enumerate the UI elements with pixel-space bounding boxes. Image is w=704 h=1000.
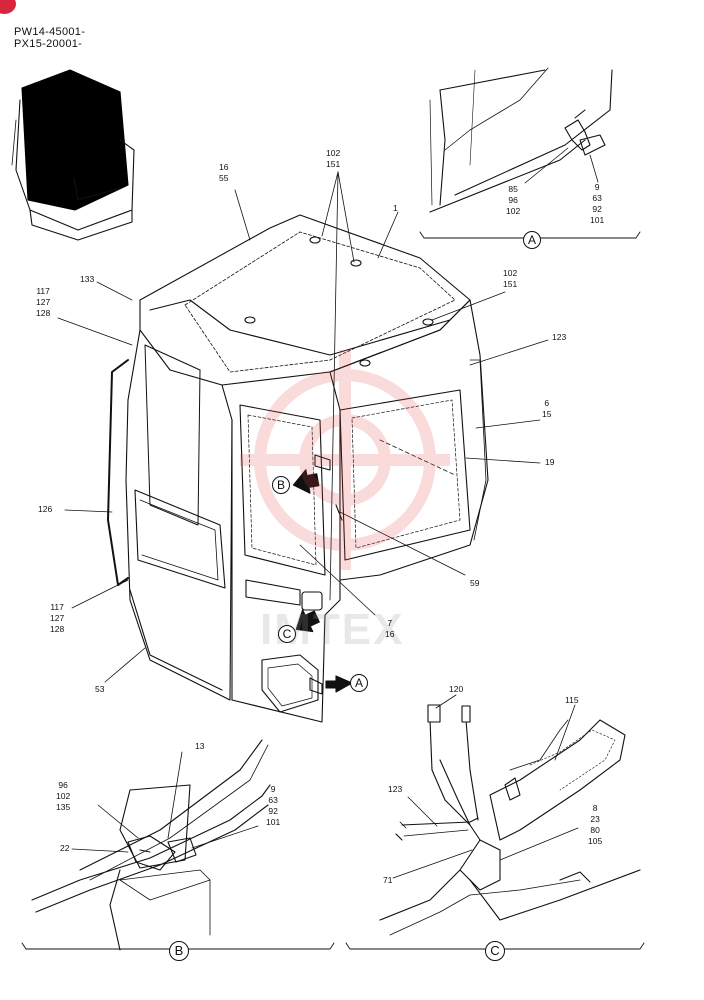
label-19: 19 bbox=[545, 457, 555, 467]
label-123: 123 bbox=[552, 332, 567, 342]
detail-b-marker: B bbox=[272, 476, 290, 494]
detail-a bbox=[419, 67, 641, 239]
watermark-logo bbox=[240, 350, 450, 570]
label-b-13: 13 bbox=[195, 741, 205, 751]
thumbnail-cab bbox=[11, 69, 135, 241]
corner-badge bbox=[0, 0, 16, 14]
detail-c-title-marker: C bbox=[485, 941, 505, 961]
label-133: 133 bbox=[80, 274, 95, 284]
leader-lines bbox=[57, 171, 549, 683]
detail-a-marker-main: A bbox=[350, 674, 368, 692]
label-c-123: 123 bbox=[388, 784, 403, 794]
serial-number-2: PX15-20001- bbox=[14, 38, 83, 50]
label-1: 1 bbox=[393, 203, 398, 213]
pointer-arrows bbox=[292, 469, 353, 693]
detail-a-marker: A bbox=[523, 231, 541, 249]
detail-c bbox=[345, 694, 645, 950]
detail-c-marker: C bbox=[278, 625, 296, 643]
detail-b bbox=[21, 739, 335, 951]
label-59: 59 bbox=[470, 578, 480, 588]
detail-b-title-marker: B bbox=[169, 941, 189, 961]
label-b-22: 22 bbox=[60, 843, 70, 853]
label-c-115: 115 bbox=[565, 695, 579, 705]
label-53: 53 bbox=[95, 684, 105, 694]
serial-number-1: PW14-45001- bbox=[14, 26, 86, 38]
main-cab bbox=[107, 214, 489, 723]
label-126: 126 bbox=[38, 504, 53, 514]
label-c-71: 71 bbox=[383, 875, 393, 885]
label-c-120: 120 bbox=[449, 684, 464, 694]
